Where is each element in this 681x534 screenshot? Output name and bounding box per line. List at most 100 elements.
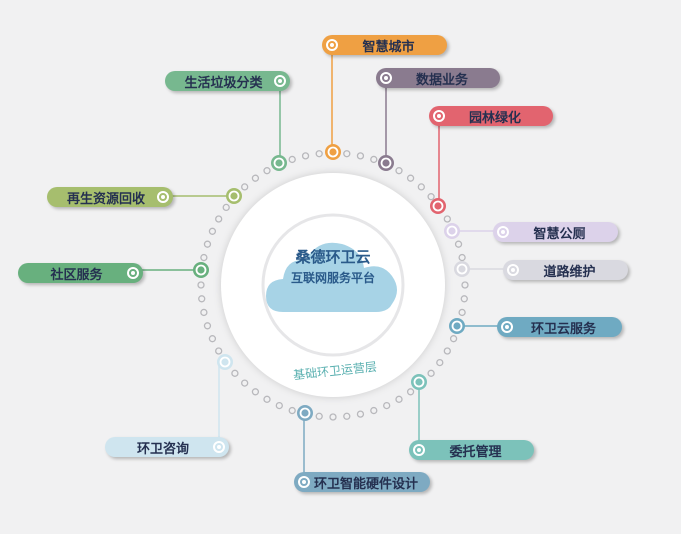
ring-dot [241,183,249,191]
ring-dot [395,167,403,175]
ring-dot [461,281,469,289]
category-pill[interactable]: 生活垃圾分类 [165,71,290,91]
node-ring [432,200,444,212]
category-label: 园林绿化 [468,110,521,126]
ring-dot [251,174,260,182]
ring-dot [263,167,271,175]
target-icon [501,321,513,333]
ring-dot [288,155,296,164]
target-icon [326,39,338,51]
node-ring [456,263,468,275]
target-icon [157,191,169,203]
node-icon [325,144,341,160]
ring-dot [200,253,208,262]
ring-dot [197,281,205,289]
node-ring [413,376,425,388]
ring-dot [200,308,208,317]
node-ring [451,320,463,332]
ring-dot [198,295,206,303]
category-pill[interactable]: 环卫智能硬件设计 [294,472,430,492]
node-ring [273,157,285,169]
connector-line [438,116,440,207]
ring-dot [356,152,365,160]
ring-dot [454,240,463,248]
ring-dot [427,193,435,201]
category-pill[interactable]: 环卫云服务 [497,317,622,337]
node-ring [380,157,392,169]
ring-dot [343,412,351,420]
node-ring [299,407,311,419]
target-icon [380,72,392,84]
node-ring [219,356,231,368]
category-label: 委托管理 [449,444,502,460]
category-pill[interactable]: 环卫咨询 [105,437,229,457]
node-icon [454,261,470,277]
target-icon [298,476,310,488]
node-icon [449,318,465,334]
ring-dot [215,215,223,223]
platform-subtitle: 互联网服务平台 [290,271,375,285]
ring-dot [203,322,212,330]
ring-dot [343,150,351,158]
node-ring [228,190,240,202]
category-pill[interactable]: 道路维护 [503,260,628,280]
category-label: 再生资源回收 [66,191,145,207]
ring-dot [288,406,296,415]
category-pill[interactable]: 再生资源回收 [47,187,173,207]
node-icon [193,262,209,278]
category-label: 道路维护 [543,264,596,280]
category-pill[interactable]: 智慧城市 [322,35,447,55]
ring-dot [443,347,451,355]
ring-dot [241,379,249,387]
ring-dot [370,155,378,164]
node-ring [327,146,339,158]
node-icon [411,374,427,390]
target-icon [497,226,509,238]
platform-name: 桑德环卫云 [295,248,371,266]
ring-dot [458,308,466,317]
ring-dot [263,395,271,403]
ring-dot [443,215,451,223]
target-icon [213,441,225,453]
category-label: 环卫咨询 [136,441,189,457]
ring-dot [301,152,310,160]
ring-dot [356,410,365,418]
target-icon [433,110,445,122]
connector-line [331,45,333,153]
node-ring [195,264,207,276]
category-pill[interactable]: 智慧公厕 [493,222,618,242]
ring-dot [383,401,391,410]
node-icon [217,354,233,370]
category-pill[interactable]: 园林绿化 [429,106,553,126]
ring-dot [315,412,323,420]
target-icon [507,264,519,276]
connector-line [218,361,225,447]
category-label: 环卫智能硬件设计 [313,476,418,492]
node-icon [271,155,287,171]
ring-dot [370,406,378,415]
ring-dot [208,227,217,235]
connector-line [279,81,281,164]
node-icon [430,198,446,214]
ring-dot [203,240,212,248]
ring-dot [329,413,337,421]
target-icon [413,444,425,456]
node-icon [297,405,313,421]
ring-dot [251,388,260,396]
ring-dot [406,388,415,396]
category-label: 社区服务 [50,267,103,283]
category-pill[interactable]: 社区服务 [18,263,143,283]
cloud-icon [266,242,397,312]
ring-dot [417,183,425,191]
ring-dot [275,401,283,410]
ring-dot [449,335,458,343]
category-pill[interactable]: 委托管理 [409,440,534,460]
ring-dot [395,395,403,403]
ring-dot [215,347,223,355]
target-icon [274,75,286,87]
node-icon [444,223,460,239]
platform-title: 桑德环卫云 互联网服务平台 [263,246,403,286]
category-pill[interactable]: 数据业务 [376,68,500,88]
